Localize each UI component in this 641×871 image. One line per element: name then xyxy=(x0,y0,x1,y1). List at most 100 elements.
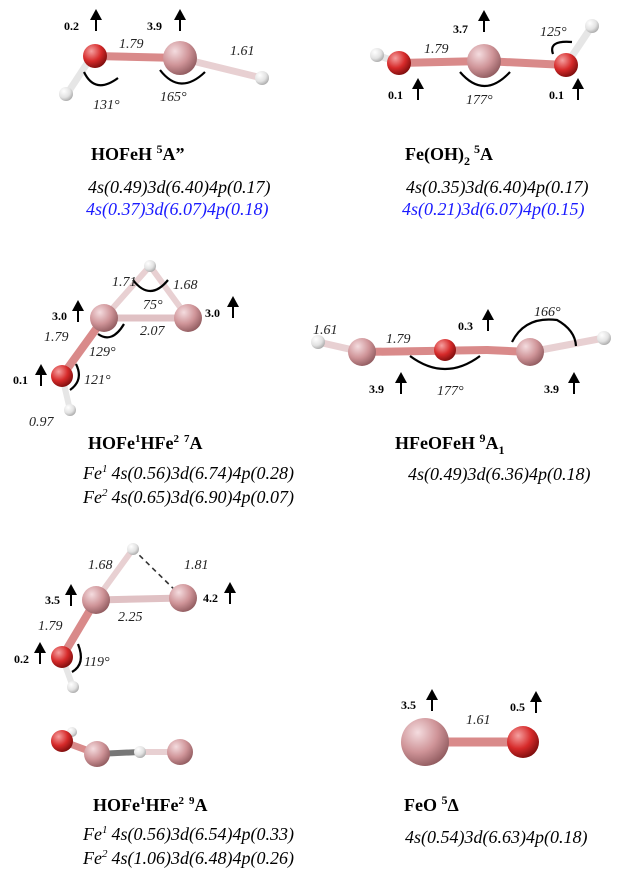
spin-arrow-icon xyxy=(530,691,542,713)
molecule-hofehfe-9a-sideview xyxy=(51,727,193,767)
iron-atom xyxy=(84,741,110,767)
hydrogen-atom xyxy=(370,48,384,62)
bond-length-label: 2.07 xyxy=(140,324,166,339)
hydrogen-atom xyxy=(67,681,79,693)
bond-length-label: 0.97 xyxy=(29,415,55,430)
spin-density-label: 3.9 xyxy=(369,382,384,396)
bond-angle-label: 121° xyxy=(84,373,111,388)
bond-length-label: 1.79 xyxy=(44,330,69,345)
spin-arrow-icon xyxy=(174,9,186,31)
electron-config: 4s(0.35)3d(6.40)4p(0.17) xyxy=(406,177,588,198)
spin-arrow-icon xyxy=(568,372,580,394)
angle-arc xyxy=(409,355,481,371)
molecule-name: HFeOFeH 9A1 xyxy=(395,431,504,457)
molecule-name: Fe(OH)25A xyxy=(405,142,493,168)
spin-density-label: 3.0 xyxy=(205,306,220,320)
oxygen-atom xyxy=(554,53,578,77)
bond-angle-label: 177° xyxy=(466,93,493,108)
hydrogen-atom xyxy=(311,335,325,349)
bond-length-label: 1.79 xyxy=(386,332,411,347)
spin-arrow-icon xyxy=(395,372,407,394)
spin-arrow-icon xyxy=(90,9,102,31)
oxygen-atom xyxy=(51,730,73,752)
bond-length-label: 1.61 xyxy=(230,44,255,59)
molecule-hofehfe-7a: 3.0 3.0 0.1 1.71 1.68 1.79 2.07 0.97 75°… xyxy=(13,260,239,430)
oxygen-atom xyxy=(434,339,456,361)
bond-angle-label: 165° xyxy=(160,90,187,105)
iron-atom xyxy=(174,304,202,332)
angle-arc xyxy=(83,71,119,87)
molecule-hfeofeh: 0.3 3.9 3.9 1.61 1.79 166° 177° xyxy=(311,305,611,399)
hydrogen-atom xyxy=(59,87,73,101)
spin-arrow-icon xyxy=(572,78,584,100)
hydrogen-atom xyxy=(597,331,611,345)
electron-config: 4s(0.49)3d(6.40)4p(0.17) xyxy=(88,177,270,198)
bond-length-label: 1.61 xyxy=(466,713,491,728)
molecule-name: FeO 5Δ xyxy=(404,793,459,815)
spin-density-label: 3.5 xyxy=(45,593,60,607)
molecule-name: HOFeH 5A” xyxy=(91,142,185,164)
bond-angle-label: 129° xyxy=(89,345,116,360)
molecule-hofehfe-9a: 3.5 4.2 0.2 1.68 1.81 2.25 1.79 119° xyxy=(14,543,236,693)
bond-length-label: 1.61 xyxy=(313,323,338,338)
spin-arrow-icon xyxy=(72,300,84,322)
spin-density-label: 0.2 xyxy=(64,19,79,33)
electron-config: 4s(0.54)3d(6.63)4p(0.18) xyxy=(405,827,587,848)
spin-arrow-icon xyxy=(412,78,424,100)
bond-angle-label: 75° xyxy=(143,298,163,313)
electron-config-alt: 4s(0.37)3d(6.07)4p(0.18) xyxy=(86,199,268,220)
hydrogen-atom xyxy=(585,19,599,33)
bond-length-label: 1.71 xyxy=(112,275,137,290)
iron-atom xyxy=(90,304,118,332)
oxygen-atom xyxy=(507,726,539,758)
hydrogen-atom xyxy=(255,71,269,85)
bond-angle-label: 119° xyxy=(84,655,110,670)
molecule-feo: 3.5 0.5 1.61 xyxy=(401,689,542,766)
molecule-feoh2: 3.7 0.1 0.1 1.79 125° 177° xyxy=(370,10,599,108)
bond-length-label: 1.68 xyxy=(173,278,198,293)
spin-arrow-icon xyxy=(224,582,236,604)
oxygen-atom xyxy=(83,44,107,68)
angle-arc xyxy=(511,318,578,347)
spin-density-label: 3.9 xyxy=(544,382,559,396)
angle-arc xyxy=(159,69,206,85)
molecule-hofeh: 0.2 3.9 1.79 1.61 131° 165° xyxy=(59,9,269,113)
spin-density-label: 0.5 xyxy=(510,700,525,714)
bond-fe-o-fe xyxy=(358,346,491,356)
iron-atom xyxy=(163,41,197,75)
spin-density-label: 3.7 xyxy=(453,22,468,36)
spin-density-label: 0.1 xyxy=(549,88,564,102)
spin-density-label: 0.1 xyxy=(388,88,403,102)
bond-length-label: 1.79 xyxy=(424,42,449,57)
hydrogen-atom xyxy=(127,543,139,555)
spin-arrow-icon xyxy=(65,584,77,606)
iron-atom xyxy=(401,718,449,766)
spin-density-label: 4.2 xyxy=(203,591,218,605)
spin-arrow-icon xyxy=(227,296,239,318)
oxygen-atom xyxy=(387,51,411,75)
spin-density-label: 3.5 xyxy=(401,698,416,712)
spin-density-label: 0.1 xyxy=(13,373,28,387)
spin-arrow-icon xyxy=(426,689,438,711)
bond-angle-label: 125° xyxy=(540,25,567,40)
oxygen-atom xyxy=(51,365,73,387)
bond-fe-fe xyxy=(92,594,187,604)
spin-density-label: 0.2 xyxy=(14,652,29,666)
angle-arc xyxy=(97,323,125,339)
spin-arrow-icon xyxy=(34,642,46,664)
angle-arc xyxy=(71,643,83,673)
spin-density-label: 0.3 xyxy=(458,319,473,333)
oxygen-atom xyxy=(51,646,73,668)
iron-atom xyxy=(516,338,544,366)
angle-arc xyxy=(459,71,511,87)
electron-config-alt: 4s(0.21)3d(6.07)4p(0.15) xyxy=(402,199,584,220)
hydrogen-atom xyxy=(144,260,156,272)
bond-length-label: 1.79 xyxy=(38,619,63,634)
bond-angle-label: 131° xyxy=(93,98,120,113)
spin-density-label: 3.0 xyxy=(52,309,67,323)
